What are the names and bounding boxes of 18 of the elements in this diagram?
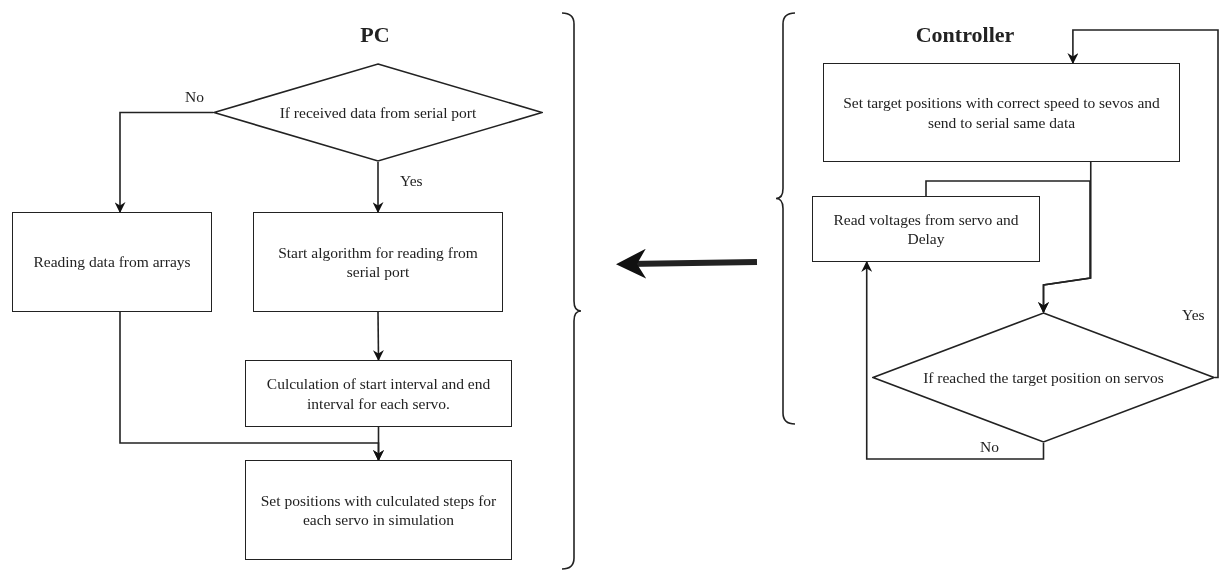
decision-text: If received data from serial port: [279, 103, 477, 122]
arrow: [925, 180, 1091, 314]
process-box: Reading data from arrays: [12, 212, 212, 312]
arrow: [372, 311, 384, 362]
arrow: [1067, 29, 1219, 379]
process-box: Set positions with culculated steps for each servo in simulation: [245, 460, 512, 560]
process-box: Set target positions with correct speed to sevos and send to serial same data: [823, 63, 1180, 162]
group-heading: Controller: [915, 22, 1015, 48]
process-box: Culculation of start interval and end interval for each servo.: [245, 360, 512, 427]
arrow: [861, 260, 1045, 460]
process-box: Start algorithm for reading from serial port: [253, 212, 503, 312]
arrow: [119, 311, 384, 462]
arrow: [114, 111, 214, 214]
arrow: [372, 161, 384, 214]
decision-text: If reached the target position on servos: [923, 368, 1164, 387]
process-box: Read voltages from servo and Delay: [812, 196, 1040, 262]
arrow: [616, 248, 758, 279]
group-heading: PC: [360, 22, 390, 48]
